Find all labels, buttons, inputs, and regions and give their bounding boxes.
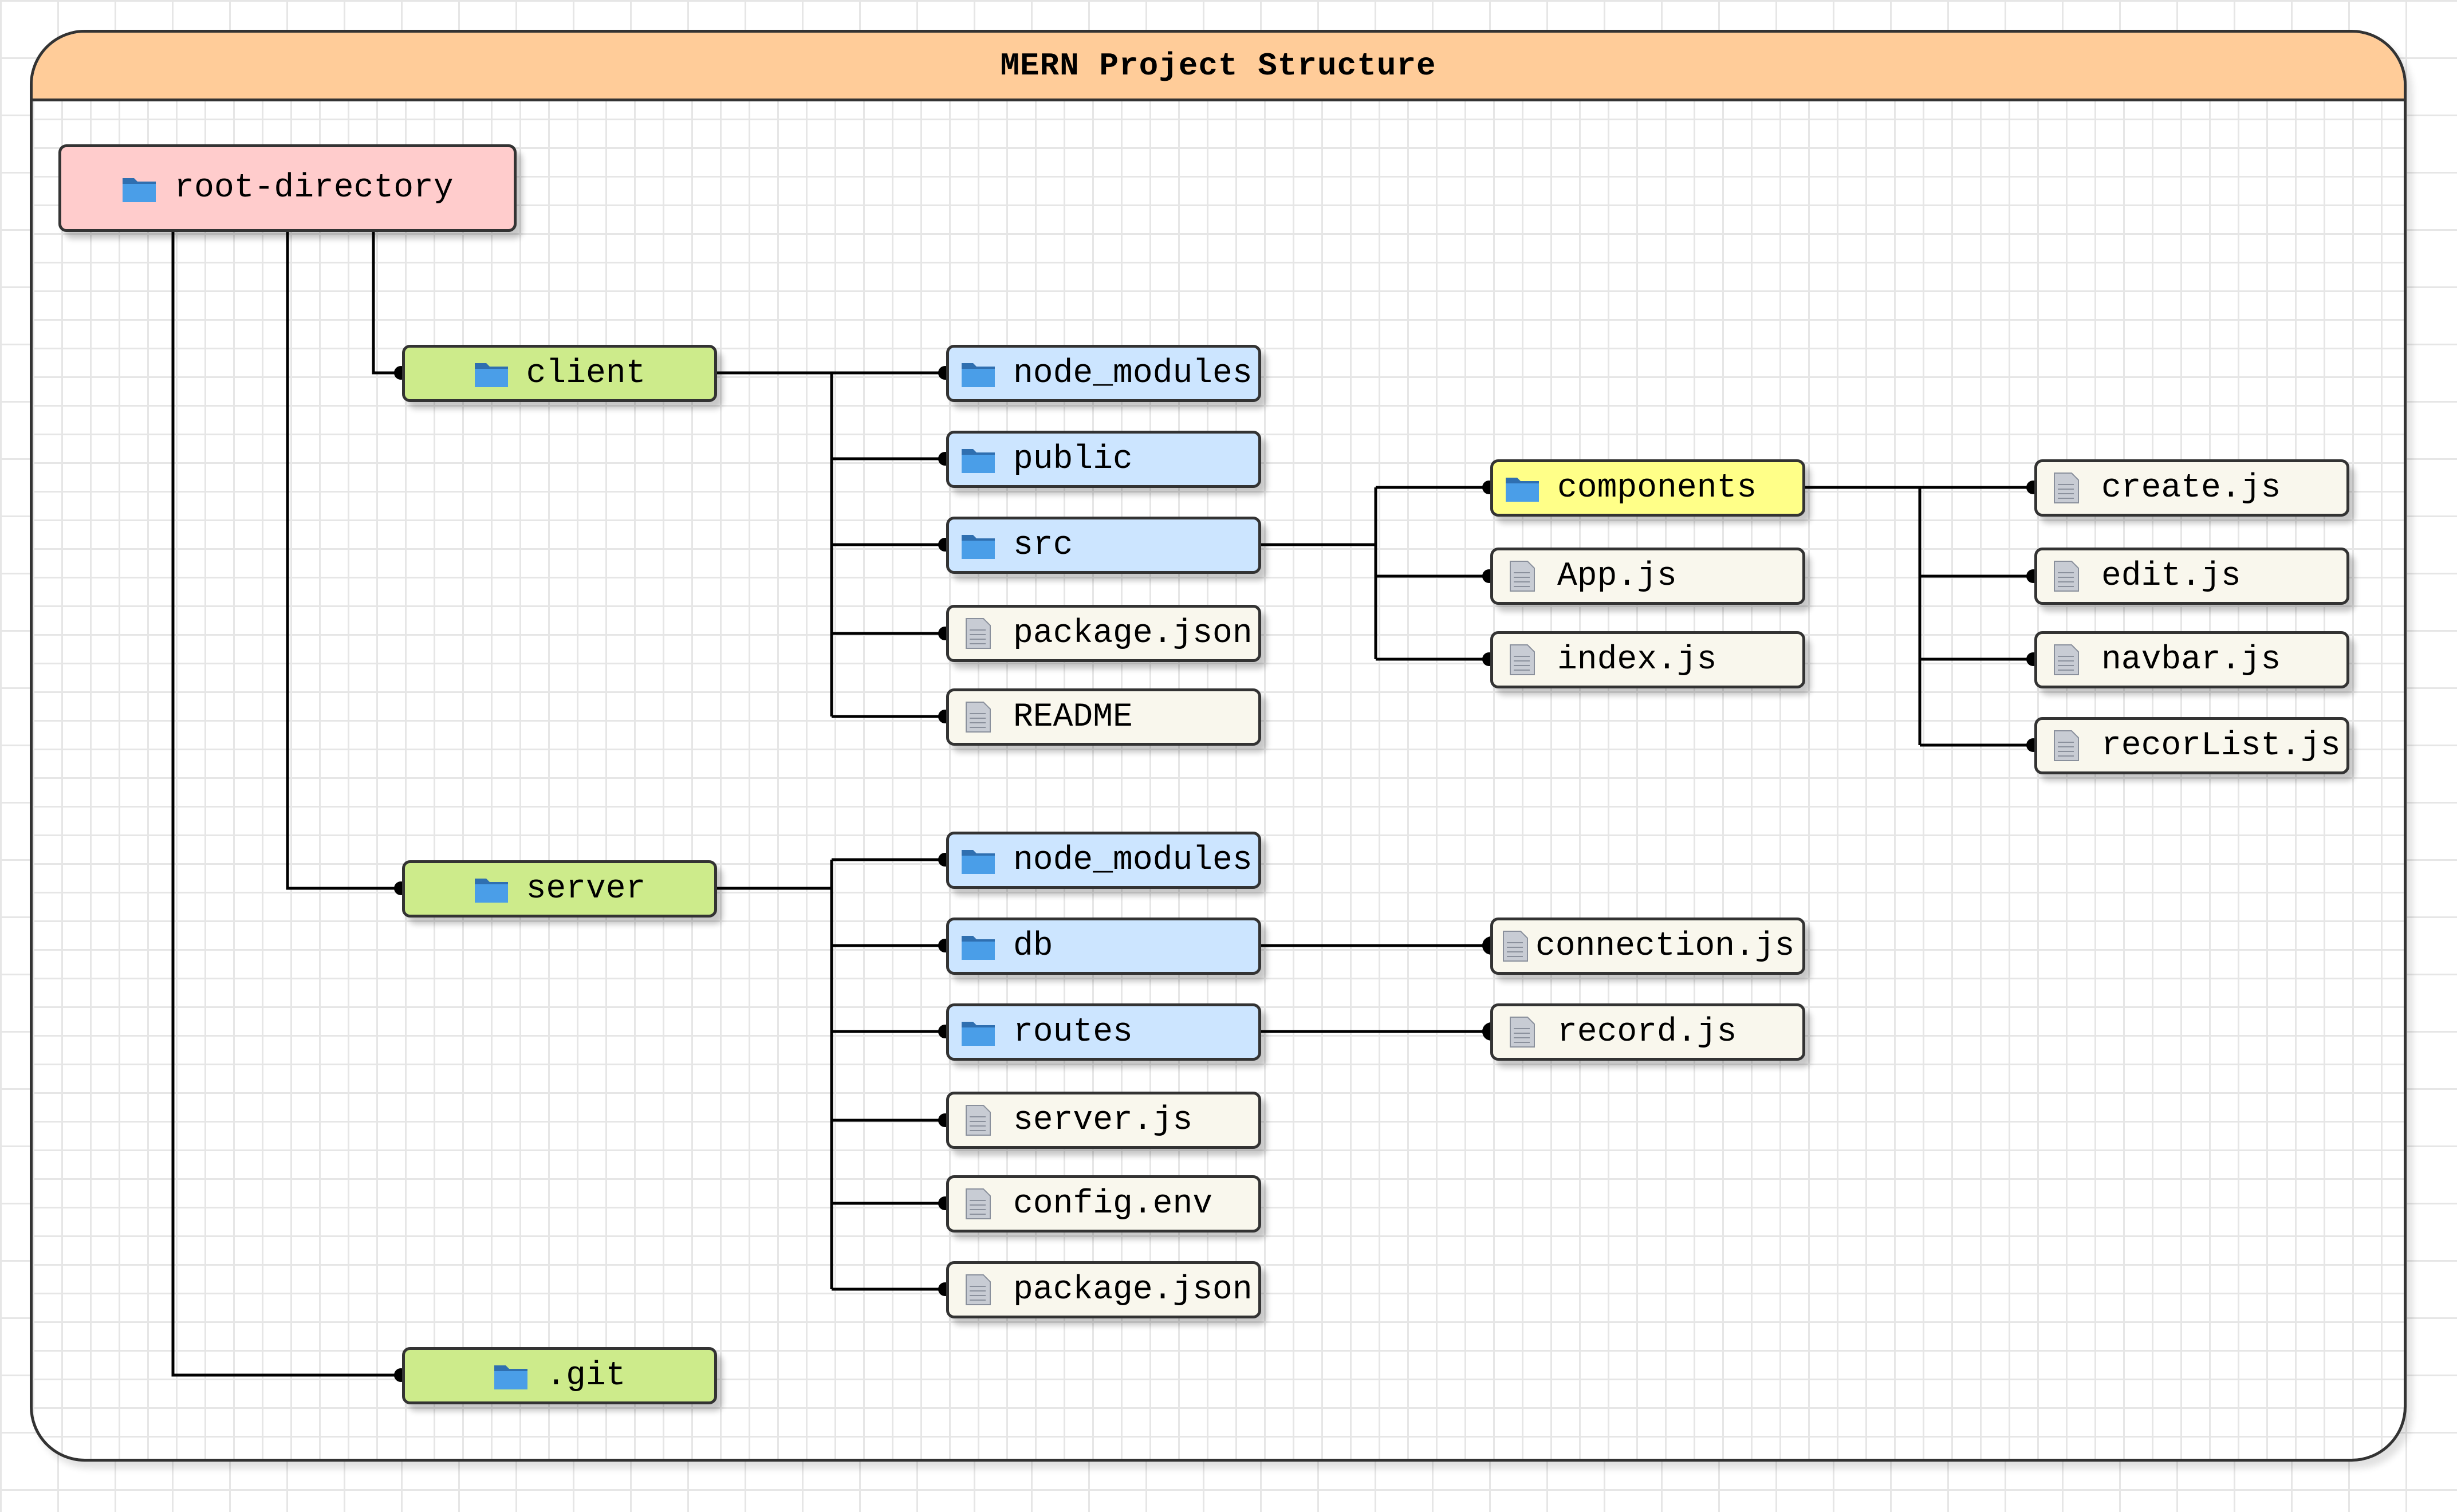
file-icon	[1510, 561, 1535, 592]
client-node_modules-node[interactable]: node_modules	[946, 345, 1261, 402]
diagram-title: MERN Project Structure	[1000, 47, 1436, 84]
folder-icon	[962, 449, 995, 473]
app-js-node[interactable]: App.js	[1490, 548, 1805, 605]
create-js-node[interactable]: create.js	[2034, 459, 2349, 517]
git-folder-label: .git	[546, 1357, 626, 1395]
folder-icon	[962, 363, 995, 387]
client-public-node[interactable]: public	[946, 431, 1261, 488]
edge-root-server	[286, 232, 403, 890]
edit-js-label: edit.js	[2101, 557, 2241, 595]
connection-js-node[interactable]: connection.js	[1490, 918, 1805, 975]
server-db-node[interactable]: db	[946, 918, 1261, 975]
git-folder-node[interactable]: .git	[402, 1347, 717, 1404]
server-js-label: server.js	[1013, 1101, 1193, 1139]
folder-icon	[123, 178, 156, 202]
server-package-json-label: package.json	[1013, 1271, 1253, 1309]
create-js-label: create.js	[2101, 469, 2281, 507]
file-icon	[966, 1274, 991, 1305]
client-src-label: src	[1013, 526, 1073, 564]
server-routes-node[interactable]: routes	[946, 1003, 1261, 1061]
root-directory-label: root-directory	[174, 170, 454, 207]
edit-js-node[interactable]: edit.js	[2034, 548, 2349, 605]
recorlist-js-node[interactable]: recorList.js	[2034, 717, 2349, 774]
folder-icon	[494, 1365, 528, 1389]
server-folder-node[interactable]: server	[402, 860, 717, 918]
client-package-json-label: package.json	[1013, 615, 1253, 652]
folder-icon	[474, 879, 508, 903]
record-js-label: record.js	[1557, 1013, 1737, 1051]
file-icon	[1510, 1017, 1535, 1048]
folder-icon	[474, 363, 508, 387]
navbar-js-label: navbar.js	[2101, 641, 2281, 679]
file-icon	[2054, 561, 2079, 592]
folder-icon	[962, 850, 995, 874]
server-db-label: db	[1013, 927, 1053, 965]
file-icon	[966, 618, 991, 649]
file-icon	[1503, 931, 1528, 962]
client-readme-label: README	[1013, 698, 1133, 736]
file-icon	[966, 1188, 991, 1219]
file-icon	[966, 702, 991, 733]
server-node_modules-node[interactable]: node_modules	[946, 832, 1261, 889]
connection-js-label: connection.js	[1535, 927, 1795, 965]
server-node_modules-label: node_modules	[1013, 841, 1253, 879]
server-routes-label: routes	[1013, 1013, 1133, 1051]
config-env-node[interactable]: config.env	[946, 1175, 1261, 1233]
folder-icon	[962, 936, 995, 960]
file-icon	[966, 1105, 991, 1136]
client-folder-node[interactable]: client	[402, 345, 717, 402]
folder-icon	[962, 535, 995, 559]
components-folder-label: components	[1557, 469, 1757, 507]
config-env-label: config.env	[1013, 1185, 1213, 1223]
index-js-label: index.js	[1557, 641, 1717, 679]
folder-icon	[1506, 478, 1539, 502]
client-readme-node[interactable]: README	[946, 688, 1261, 746]
recorlist-js-label: recorList.js	[2101, 727, 2341, 765]
root-directory-node[interactable]: root-directory	[58, 144, 517, 232]
edge-root-git	[171, 232, 403, 1377]
server-folder-label: server	[526, 870, 646, 908]
client-folder-label: client	[526, 355, 646, 392]
record-js-node[interactable]: record.js	[1490, 1003, 1805, 1061]
client-public-label: public	[1013, 440, 1133, 478]
index-js-node[interactable]: index.js	[1490, 631, 1805, 688]
file-icon	[2054, 472, 2079, 503]
client-package-json-node[interactable]: package.json	[946, 605, 1261, 662]
client-node_modules-label: node_modules	[1013, 355, 1253, 392]
client-src-node[interactable]: src	[946, 517, 1261, 574]
server-package-json-node[interactable]: package.json	[946, 1261, 1261, 1318]
server-js-node[interactable]: server.js	[946, 1092, 1261, 1149]
folder-icon	[962, 1022, 995, 1046]
file-icon	[2054, 730, 2079, 761]
edge-root-client	[372, 232, 403, 375]
components-folder-node[interactable]: components	[1490, 459, 1805, 517]
file-icon	[1510, 644, 1535, 675]
diagram-header: MERN Project Structure	[33, 33, 2404, 101]
app-js-label: App.js	[1557, 557, 1677, 595]
file-icon	[2054, 644, 2079, 675]
navbar-js-node[interactable]: navbar.js	[2034, 631, 2349, 688]
